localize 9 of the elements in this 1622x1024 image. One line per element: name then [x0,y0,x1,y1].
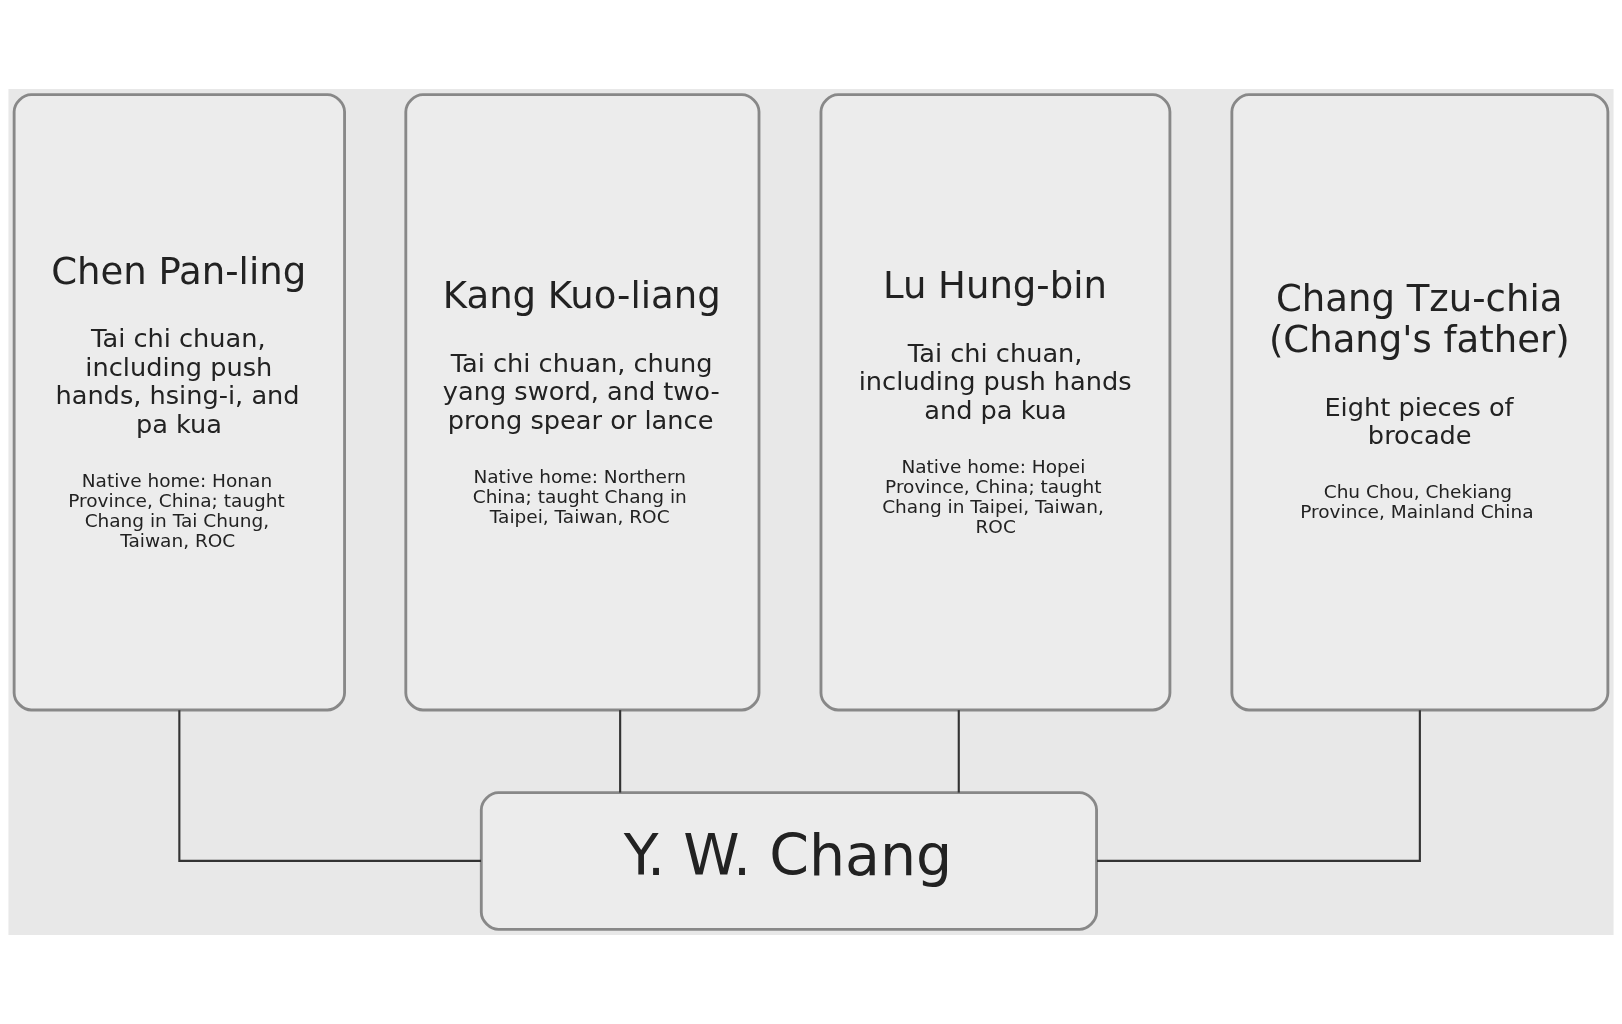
node-box: Y. W. Chang [479,791,1098,931]
connector [957,710,960,793]
node-box: Lu Hung-bin Tai chi chuan, including push hands and pa kua Native home: Hopei Province, China; taught Chang in Taipei, Taiwan, ROC [819,93,1172,712]
connector [1097,710,1421,862]
connector [619,710,622,793]
node-box: Kang Kuo-liang Tai chi chuan, chung yang sword, and two-prong spear or lance Native home: Northern China; taught Chang in Taipei, Taiwan, ROC [404,93,761,712]
connector [178,710,481,862]
node-box: Chang Tzu-chia (Chang's father) Eight pieces of brocade Chu Chou, Chekiang Province, Mainland China [1230,93,1610,712]
node-box: Chen Pan-ling Tai chi chuan, including push hands, hsing-i, and pa kua Native home: Honan Province, China; taught Chang in Tai Chung, Taiwan, ROC [12,93,346,712]
